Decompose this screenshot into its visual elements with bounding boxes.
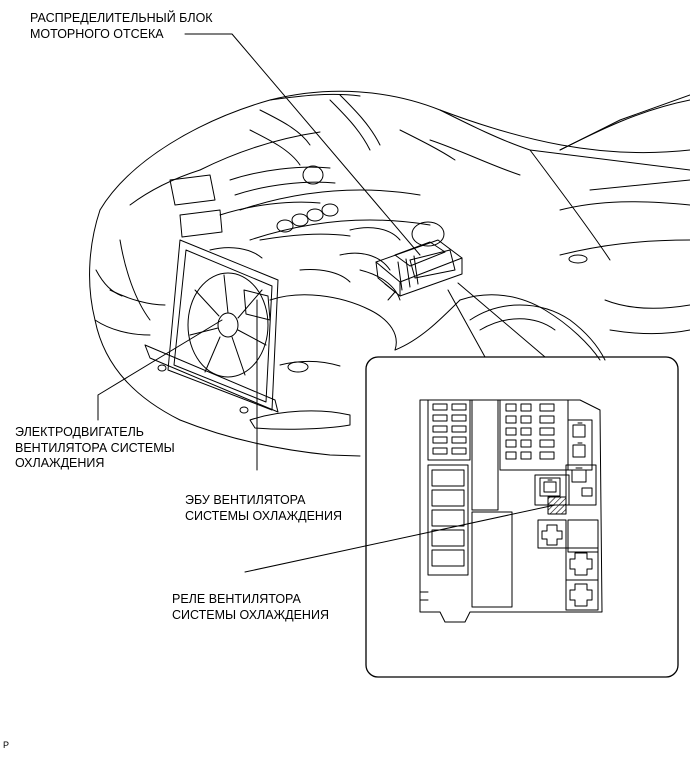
fuse-slot	[505, 439, 517, 448]
fuse-slot-large	[431, 529, 465, 547]
fuse-slot	[520, 427, 532, 436]
fuse-slot	[432, 436, 448, 444]
fuse-slot	[539, 451, 555, 460]
footer-code: P	[3, 740, 10, 750]
engine-components	[169, 94, 456, 301]
label-line: РЕЛЕ ВЕНТИЛЯТОРА	[172, 592, 301, 606]
fuse-slot	[539, 427, 555, 436]
zoom-leader-right	[457, 282, 546, 358]
radiator-fan-assembly	[144, 239, 279, 414]
label-fan-ecu: ЭБУ ВЕНТИЛЯТОРА СИСТЕМЫ ОХЛАЖДЕНИЯ	[185, 493, 342, 524]
fuse-slot	[505, 451, 517, 460]
fuse-slot	[539, 439, 555, 448]
fuse-slot	[432, 425, 448, 433]
fuse-slot-large	[431, 509, 465, 527]
label-line: РАСПРЕДЕЛИТЕЛЬНЫЙ БЛОК	[30, 11, 213, 25]
fuse-slot	[451, 403, 467, 411]
fuse-slot	[539, 403, 555, 412]
label-line: СИСТЕМЫ ОХЛАЖДЕНИЯ	[172, 607, 329, 622]
fuse-slot	[505, 415, 517, 424]
engine-room-fuse-block	[375, 239, 463, 301]
fuse-slot	[520, 451, 532, 460]
fuse-slot	[432, 447, 448, 455]
fuse-slot	[432, 403, 448, 411]
fuse-slot	[520, 415, 532, 424]
zoom-leader-left	[447, 289, 486, 358]
fuse-slot-large	[431, 469, 465, 487]
label-engine-fuse-block: РАСПРЕДЕЛИТЕЛЬНЫЙ БЛОК МОТОРНОГО ОТСЕКА	[30, 11, 213, 42]
car-body	[89, 90, 690, 457]
label-line: ЭБУ ВЕНТИЛЯТОРА	[185, 493, 306, 507]
fuse-slot	[539, 415, 555, 424]
fuse-slot	[520, 403, 532, 412]
cooling-fan	[187, 272, 269, 378]
label-fan-motor: ЭЛЕКТРОДВИГАТЕЛЬ ВЕНТИЛЯТОРА СИСТЕМЫ ОХЛ…	[15, 425, 175, 472]
fuse-slot	[505, 427, 517, 436]
cooling-fan-relay	[547, 496, 567, 515]
fuse-block-leader	[184, 33, 421, 256]
label-fan-relay: РЕЛЕ ВЕНТИЛЯТОРА СИСТЕМЫ ОХЛАЖДЕНИЯ	[172, 592, 329, 623]
label-line: ВЕНТИЛЯТОРА СИСТЕМЫ	[15, 440, 175, 455]
fuse-slot	[451, 425, 467, 433]
fuse-slot	[451, 436, 467, 444]
fuse-slot	[505, 403, 517, 412]
label-line: ЭЛЕКТРОДВИГАТЕЛЬ	[15, 425, 144, 439]
fan-relay-leader	[244, 504, 556, 573]
label-line: СИСТЕМЫ ОХЛАЖДЕНИЯ	[185, 508, 342, 523]
label-line: ОХЛАЖДЕНИЯ	[15, 456, 105, 470]
fuse-slot	[451, 414, 467, 422]
label-line: МОТОРНОГО ОТСЕКА	[30, 26, 164, 41]
fuse-slot	[520, 439, 532, 448]
fuse-slot	[432, 414, 448, 422]
fan-ecu	[243, 289, 271, 321]
fan-motor-leader	[97, 319, 223, 421]
fuse-block-detail	[419, 399, 603, 623]
fuse-slot	[451, 447, 467, 455]
relay-top	[539, 477, 561, 497]
fuse-slot-large	[431, 489, 465, 507]
detail-callout-frame	[365, 356, 679, 678]
leader-lines	[97, 33, 556, 573]
fuse-slot-large	[431, 549, 465, 567]
